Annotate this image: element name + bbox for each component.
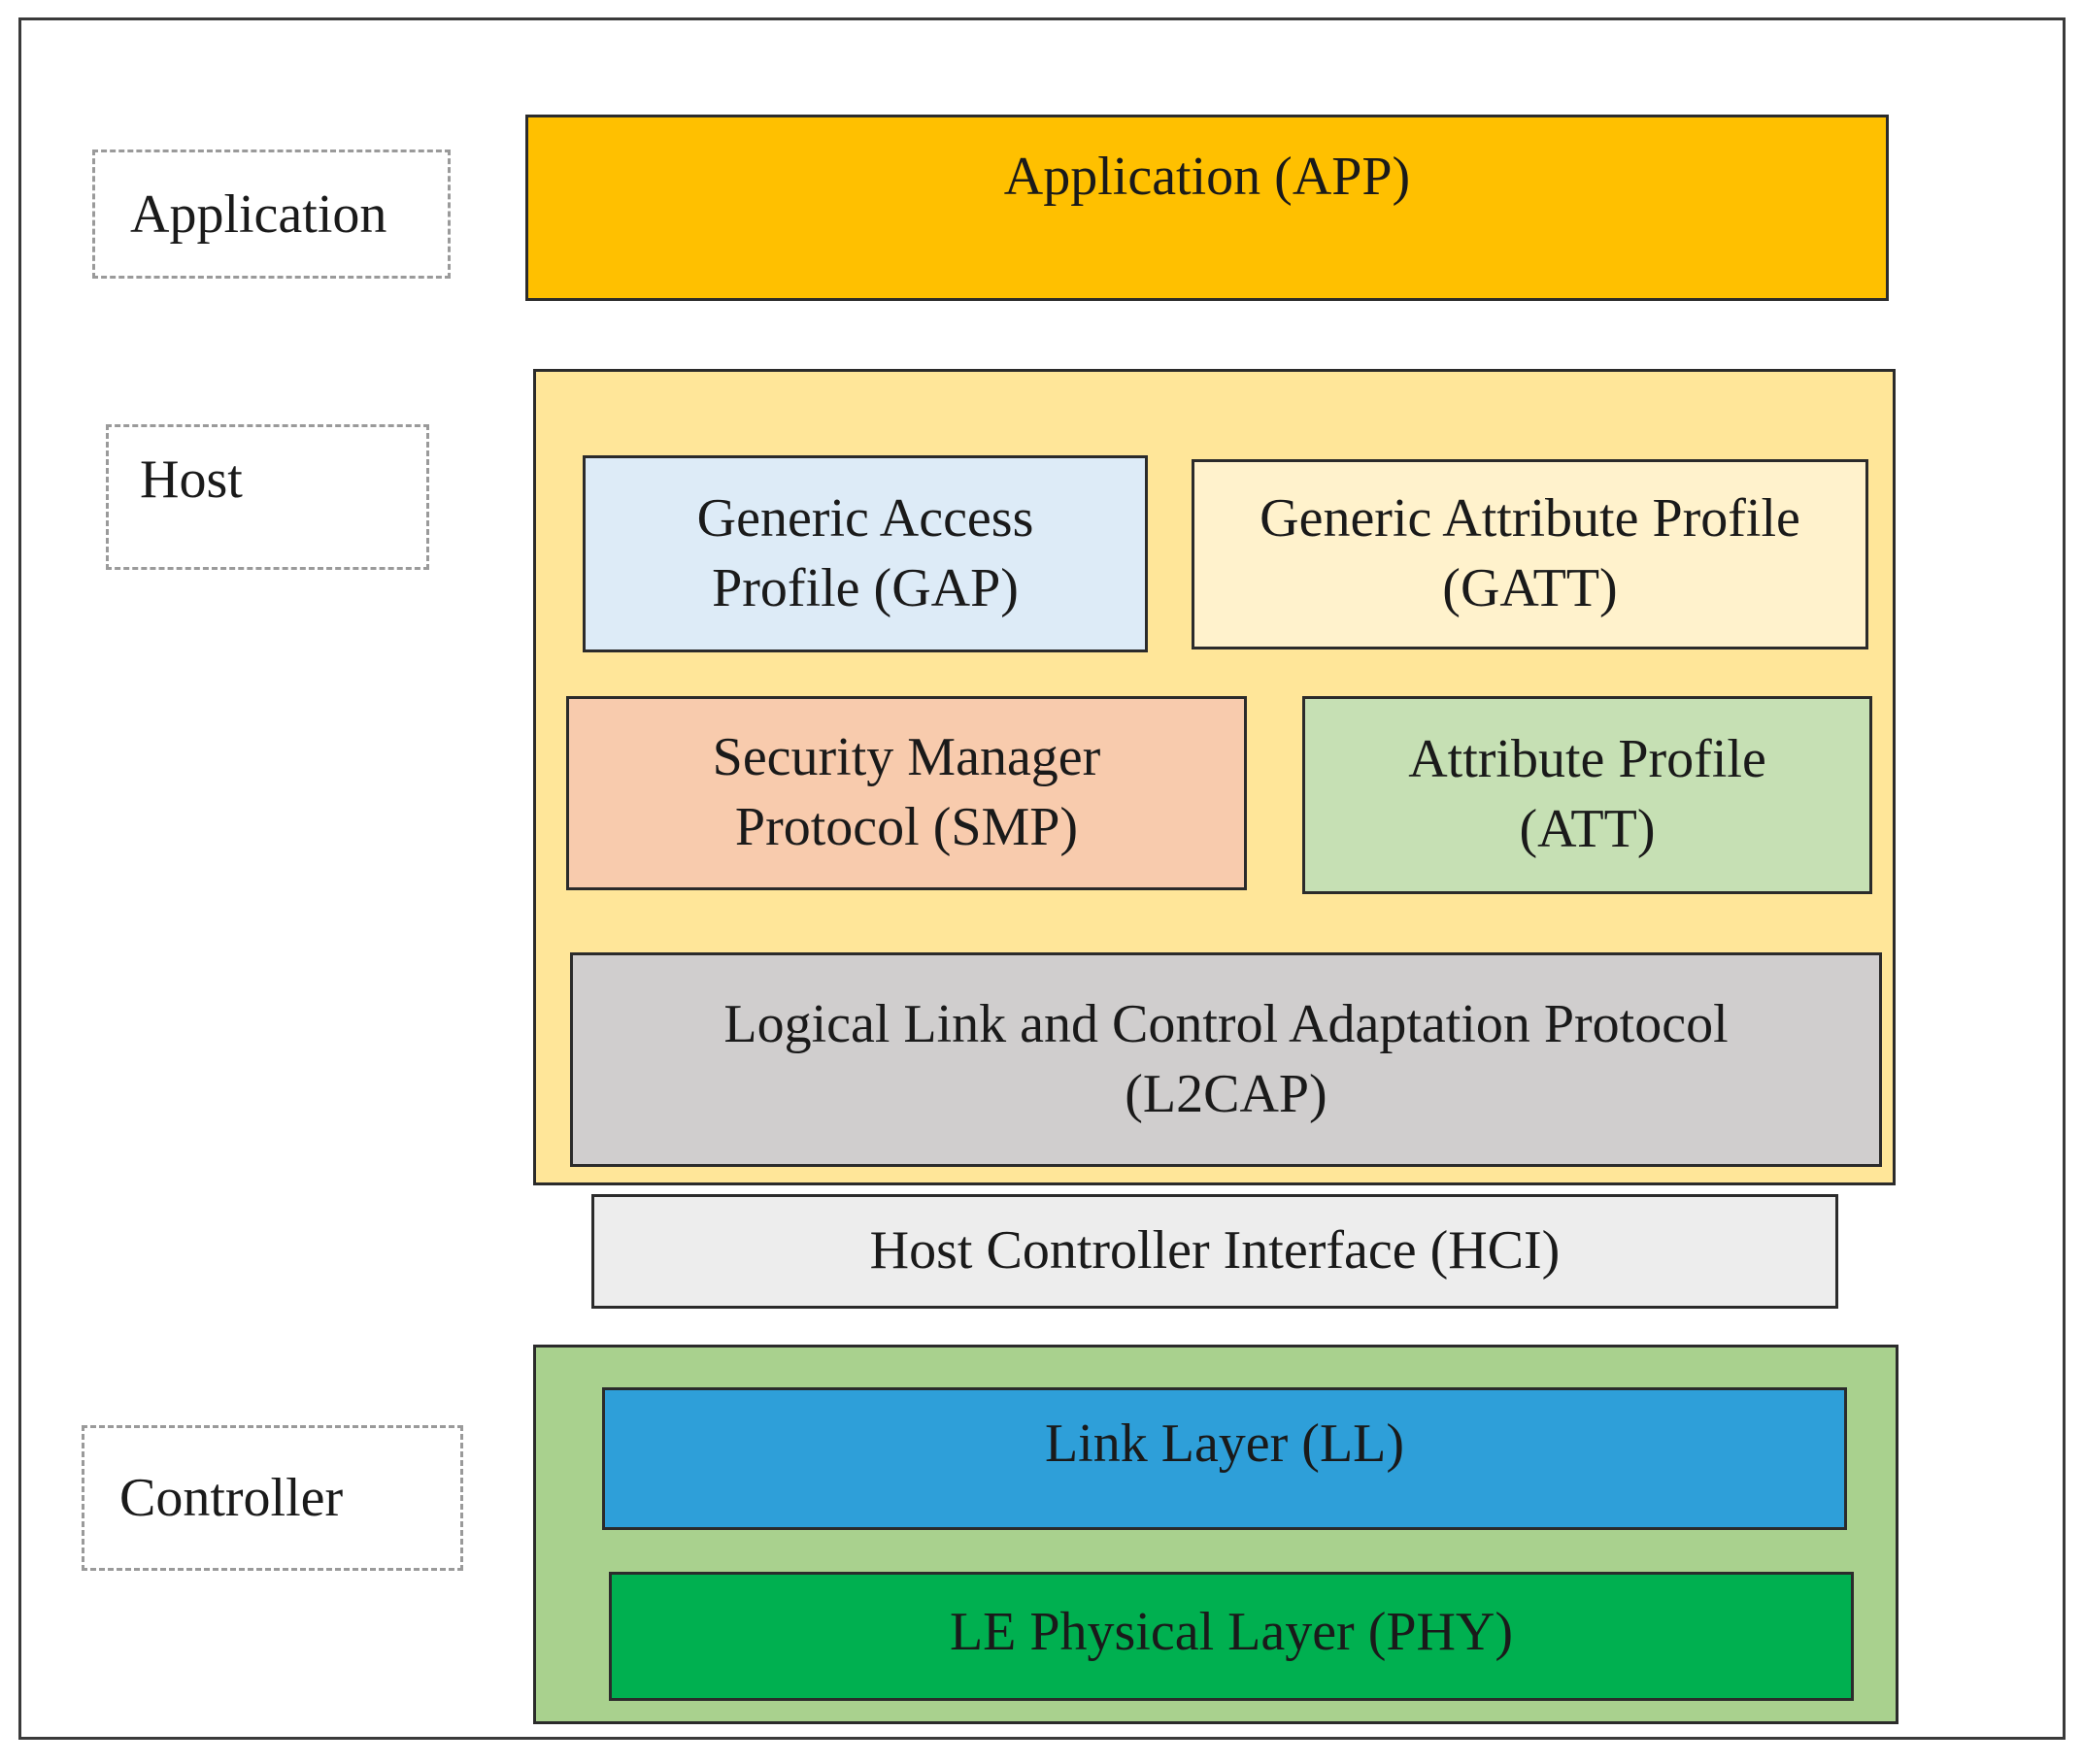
gap-layer-line2: Profile (GAP) bbox=[712, 557, 1019, 618]
att-layer-line2: (ATT) bbox=[1519, 799, 1656, 859]
gatt-layer-line1: Generic Attribute Profile bbox=[1260, 488, 1800, 549]
role-controller: Controller bbox=[82, 1425, 463, 1571]
role-host: Host bbox=[106, 424, 429, 570]
phy-layer-label: LE Physical Layer (PHY) bbox=[949, 1602, 1514, 1662]
l2cap-layer-line1: Logical Link and Control Adaptation Prot… bbox=[723, 993, 1729, 1054]
role-application-label: Application bbox=[130, 183, 387, 245]
host-group: Generic Access Profile (GAP) Generic Att… bbox=[533, 369, 1896, 1185]
l2cap-layer-line2: (L2CAP) bbox=[1125, 1063, 1327, 1124]
diagram-frame: Application Host Controller Application … bbox=[18, 17, 2066, 1740]
smp-layer-line1: Security Manager bbox=[712, 727, 1101, 788]
gap-layer: Generic Access Profile (GAP) bbox=[583, 455, 1148, 652]
l2cap-layer: Logical Link and Control Adaptation Prot… bbox=[570, 952, 1882, 1167]
phy-layer: LE Physical Layer (PHY) bbox=[609, 1572, 1854, 1701]
gatt-layer: Generic Attribute Profile (GATT) bbox=[1192, 459, 1868, 649]
hci-layer: Host Controller Interface (HCI) bbox=[591, 1194, 1838, 1309]
att-layer: Attribute Profile (ATT) bbox=[1302, 696, 1872, 894]
smp-layer-line2: Protocol (SMP) bbox=[734, 797, 1079, 857]
att-layer-line1: Attribute Profile bbox=[1408, 729, 1766, 790]
role-application: Application bbox=[92, 150, 451, 279]
controller-group: Link Layer (LL) LE Physical Layer (PHY) bbox=[533, 1345, 1898, 1724]
gap-layer-line1: Generic Access bbox=[696, 487, 1034, 549]
smp-layer: Security Manager Protocol (SMP) bbox=[566, 696, 1247, 890]
app-layer-label: Application (APP) bbox=[1003, 147, 1411, 207]
role-controller-label: Controller bbox=[119, 1468, 344, 1528]
role-host-label: Host bbox=[140, 449, 243, 510]
ll-layer-label: Link Layer (LL) bbox=[1044, 1414, 1405, 1474]
hci-layer-label: Host Controller Interface (HCI) bbox=[869, 1220, 1561, 1281]
ll-layer: Link Layer (LL) bbox=[602, 1387, 1847, 1530]
app-layer: Application (APP) bbox=[525, 115, 1889, 301]
gatt-layer-line2: (GATT) bbox=[1442, 558, 1618, 618]
